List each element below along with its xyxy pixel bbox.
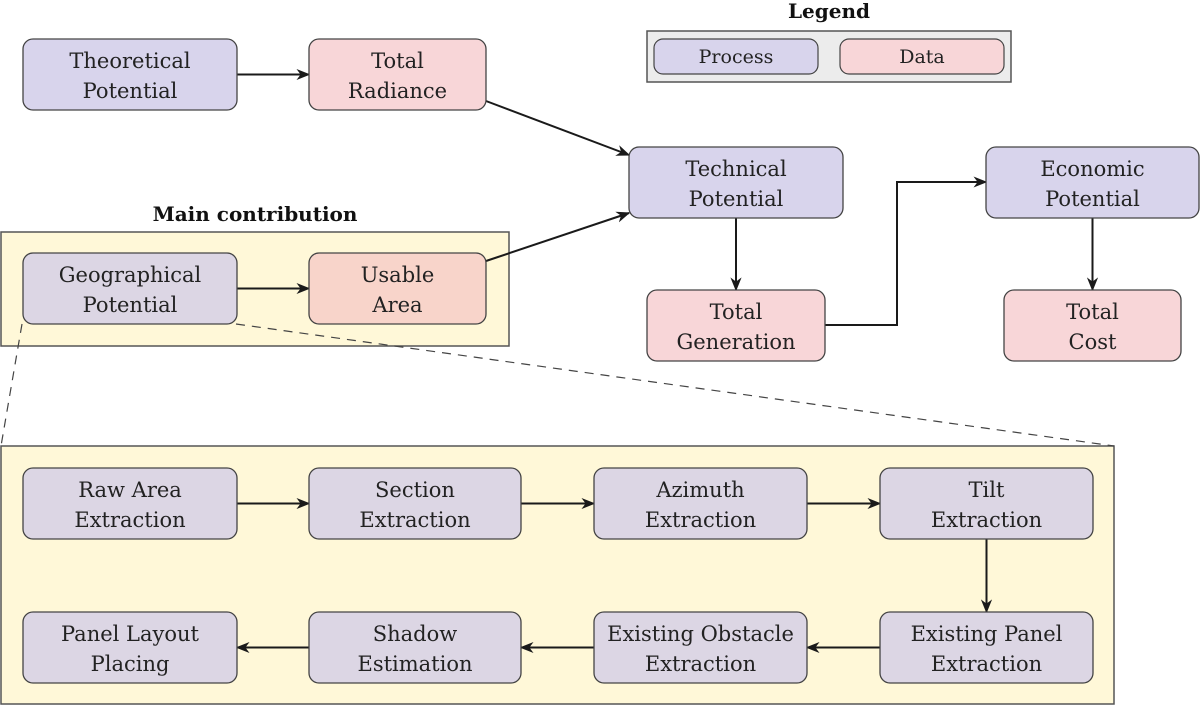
node-box <box>22 467 238 540</box>
node-box <box>879 467 1094 540</box>
node-label-line: Panel Layout <box>61 622 200 646</box>
nodes: TheoreticalPotentialTotalRadianceTechnic… <box>22 38 1200 684</box>
node-label-line: Azimuth <box>655 478 744 502</box>
node-label-line: Extraction <box>931 652 1042 676</box>
node-box <box>1003 289 1182 362</box>
legend-process-label: Process <box>699 46 774 68</box>
node-label-line: Estimation <box>357 652 472 676</box>
node-label-line: Theoretical <box>69 49 191 73</box>
zoom-guide-left <box>0 323 23 447</box>
node-label-line: Cost <box>1069 330 1117 354</box>
node-label-line: Existing Panel <box>911 622 1063 646</box>
node-label-line: Potential <box>1045 187 1140 211</box>
node-box <box>628 146 844 219</box>
node-label-line: Extraction <box>359 508 470 532</box>
node-label-line: Geographical <box>59 263 202 287</box>
node-box <box>593 467 808 540</box>
node-label-line: Tilt <box>969 478 1005 502</box>
node-box <box>646 289 826 362</box>
node-box <box>879 611 1094 684</box>
legend-data-swatch <box>839 38 1005 75</box>
node-box <box>22 38 238 111</box>
node-label-line: Placing <box>91 652 170 676</box>
edge-generation-to-economic <box>825 176 988 326</box>
legend-process-swatch <box>653 38 819 75</box>
node-box <box>22 611 238 684</box>
main-contribution-title: Main contribution <box>153 202 358 226</box>
node-label-line: Extraction <box>74 508 185 532</box>
node-box <box>985 146 1200 219</box>
node-label-line: Extraction <box>931 508 1042 532</box>
node-box <box>308 38 487 111</box>
node-box <box>308 611 522 684</box>
node-label-line: Extraction <box>645 508 756 532</box>
node-label-line: Economic <box>1040 157 1144 181</box>
legend-data-label: Data <box>899 46 945 68</box>
node-label-line: Radiance <box>348 79 447 103</box>
node-label-line: Technical <box>685 157 787 181</box>
node-box <box>22 252 238 325</box>
node-box <box>308 467 522 540</box>
node-label-line: Potential <box>83 79 178 103</box>
node-label-line: Extraction <box>645 652 756 676</box>
legend-title: Legend <box>788 0 870 23</box>
node-label-line: Existing Obstacle <box>607 622 794 646</box>
node-label-line: Usable <box>361 263 435 287</box>
zoom-guide-right <box>235 323 1115 447</box>
edge-usable-to-technical <box>485 211 631 262</box>
node-label-line: Generation <box>676 330 795 354</box>
node-label-line: Potential <box>83 293 178 317</box>
edge-radiance-to-technical <box>485 100 631 156</box>
legend: Legend Process Data <box>646 0 1012 83</box>
node-label-line: Total <box>371 49 424 73</box>
node-box <box>593 611 808 684</box>
node-label-line: Section <box>375 478 455 502</box>
node-label-line: Area <box>371 293 422 317</box>
edges <box>235 68 1099 654</box>
node-label-line: Shadow <box>373 622 458 646</box>
node-label-line: Total <box>710 300 763 324</box>
node-label-line: Raw Area <box>78 478 182 502</box>
node-label-line: Potential <box>689 187 784 211</box>
node-box <box>308 252 487 325</box>
node-label-line: Total <box>1066 300 1119 324</box>
